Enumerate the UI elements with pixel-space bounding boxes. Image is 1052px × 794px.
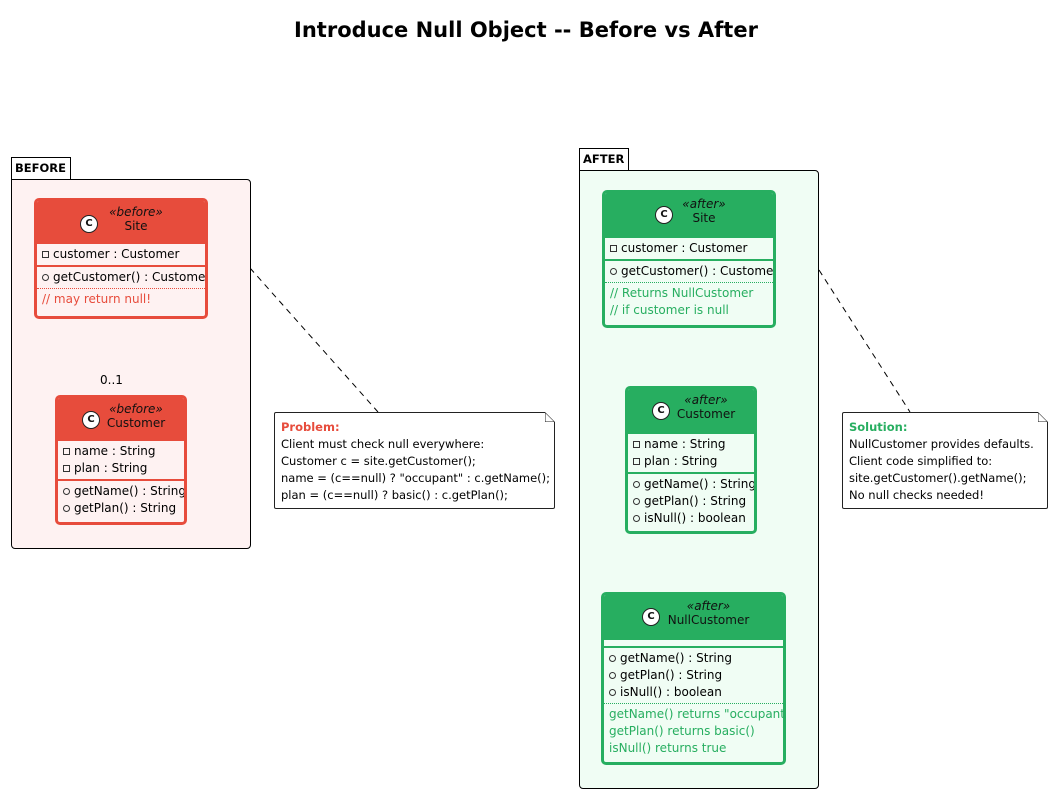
stereotype-label: «after»	[684, 393, 728, 407]
notes-section: getName() returns "occupant" getPlan() r…	[604, 703, 783, 759]
field: name : String	[74, 444, 156, 458]
public-method-icon	[610, 268, 617, 275]
class-icon: C	[80, 215, 98, 233]
private-field-icon	[633, 458, 640, 465]
fields-section: name : String plan : String	[628, 432, 754, 472]
class-name: Site	[124, 219, 148, 233]
method: getPlan() : String	[74, 501, 177, 515]
note-line: NullCustomer provides defaults.	[849, 437, 1034, 451]
public-method-icon	[609, 655, 616, 662]
public-method-icon	[63, 505, 70, 512]
public-method-icon	[633, 481, 640, 488]
field: plan : String	[74, 461, 148, 475]
methods-section: getName() : String getPlan() : String is…	[604, 646, 783, 703]
method: getPlan() : String	[644, 494, 747, 508]
class-note: // Returns NullCustomer	[610, 286, 754, 300]
public-method-icon	[609, 689, 616, 696]
private-field-icon	[610, 245, 617, 252]
solution-note: Solution: NullCustomer provides defaults…	[842, 412, 1048, 509]
problem-note: Problem: Client must check null everywhe…	[274, 412, 555, 509]
class-icon: C	[642, 608, 660, 626]
class-icon: C	[82, 411, 100, 429]
notes-section: // may return null!	[37, 288, 205, 310]
before-note-link	[249, 267, 379, 413]
class-note: // if customer is null	[610, 303, 729, 317]
private-field-icon	[633, 441, 640, 448]
fields-section: customer : Customer	[37, 242, 205, 265]
method: getCustomer() : Customer	[621, 264, 776, 278]
public-method-icon	[63, 488, 70, 495]
method: getCustomer() : Customer	[53, 270, 208, 284]
diagram-title: Introduce Null Object -- Before vs After	[294, 18, 758, 42]
method: isNull() : boolean	[620, 685, 722, 699]
after-customer-class[interactable]: C «after» Customer name : String plan : …	[625, 386, 757, 534]
public-method-icon	[633, 498, 640, 505]
class-name: Customer	[106, 416, 166, 430]
method: isNull() : boolean	[644, 511, 746, 525]
note-line: Client must check null everywhere:	[281, 437, 485, 451]
fields-section: customer : Customer	[605, 236, 773, 259]
stereotype-label: «after»	[686, 599, 731, 613]
public-method-icon	[633, 515, 640, 522]
class-icon: C	[652, 402, 670, 420]
private-field-icon	[63, 465, 70, 472]
note-line: name = (c==null) ? "occupant" : c.getNam…	[281, 471, 551, 485]
class-name: Customer	[676, 407, 736, 421]
stereotype-label: «after»	[682, 197, 726, 211]
method: getPlan() : String	[620, 668, 723, 682]
multiplicity-label: 0..1	[100, 373, 123, 387]
methods-section: getName() : String getPlan() : String	[58, 479, 184, 519]
fields-section: name : String plan : String	[58, 439, 184, 479]
after-site-class[interactable]: C «after» Site customer : Customer getCu…	[602, 190, 776, 328]
after-customer-header: C «after» Customer	[628, 389, 754, 432]
field: customer : Customer	[53, 247, 180, 261]
after-null-customer-header: C «after» NullCustomer	[604, 595, 783, 638]
class-icon: C	[655, 206, 673, 224]
note-line: site.getCustomer().getName();	[849, 471, 1027, 485]
after-site-header: C «after» Site	[605, 193, 773, 236]
methods-section: getCustomer() : Customer	[37, 265, 205, 288]
note-heading: Problem:	[281, 420, 340, 434]
class-note: getPlan() returns basic()	[609, 724, 755, 738]
note-fold-icon	[545, 412, 555, 422]
notes-section: // Returns NullCustomer // if customer i…	[605, 282, 773, 321]
class-note: // may return null!	[42, 292, 152, 306]
class-name: Site	[692, 211, 716, 225]
public-method-icon	[609, 672, 616, 679]
methods-section: getCustomer() : Customer	[605, 259, 773, 282]
note-line: No null checks needed!	[849, 488, 984, 502]
note-line: plan = (c==null) ? basic() : c.getPlan()…	[281, 488, 508, 502]
stereotype-label: «before»	[109, 205, 163, 219]
private-field-icon	[63, 448, 70, 455]
private-field-icon	[42, 251, 49, 258]
class-note: isNull() returns true	[609, 741, 727, 755]
before-customer-class[interactable]: C «before» Customer name : String plan :…	[55, 395, 187, 525]
method: getName() : String	[644, 477, 756, 491]
field: customer : Customer	[621, 241, 748, 255]
before-package-label: BEFORE	[15, 161, 66, 175]
note-line: Customer c = site.getCustomer();	[281, 454, 476, 468]
after-package-label: AFTER	[583, 152, 625, 166]
note-fold-icon	[1038, 412, 1048, 422]
field: plan : String	[644, 454, 718, 468]
after-package-tab: AFTER	[579, 148, 629, 170]
note-line: Client code simplified to:	[849, 454, 993, 468]
class-name: NullCustomer	[667, 613, 750, 627]
before-site-class[interactable]: C «before» Site customer : Customer getC…	[34, 198, 208, 319]
before-package-tab: BEFORE	[11, 157, 71, 179]
before-customer-header: C «before» Customer	[58, 398, 184, 439]
after-note-link	[818, 269, 911, 413]
class-note: getName() returns "occupant"	[609, 707, 786, 721]
field: name : String	[644, 437, 726, 451]
methods-section: getName() : String getPlan() : String is…	[628, 472, 754, 529]
note-heading: Solution:	[849, 420, 908, 434]
method: getName() : String	[74, 484, 186, 498]
method: getName() : String	[620, 651, 732, 665]
public-method-icon	[42, 274, 49, 281]
after-null-customer-class[interactable]: C «after» NullCustomer getName() : Strin…	[601, 592, 786, 765]
before-site-header: C «before» Site	[37, 201, 205, 242]
stereotype-label: «before»	[109, 402, 163, 416]
fields-section	[604, 638, 783, 646]
